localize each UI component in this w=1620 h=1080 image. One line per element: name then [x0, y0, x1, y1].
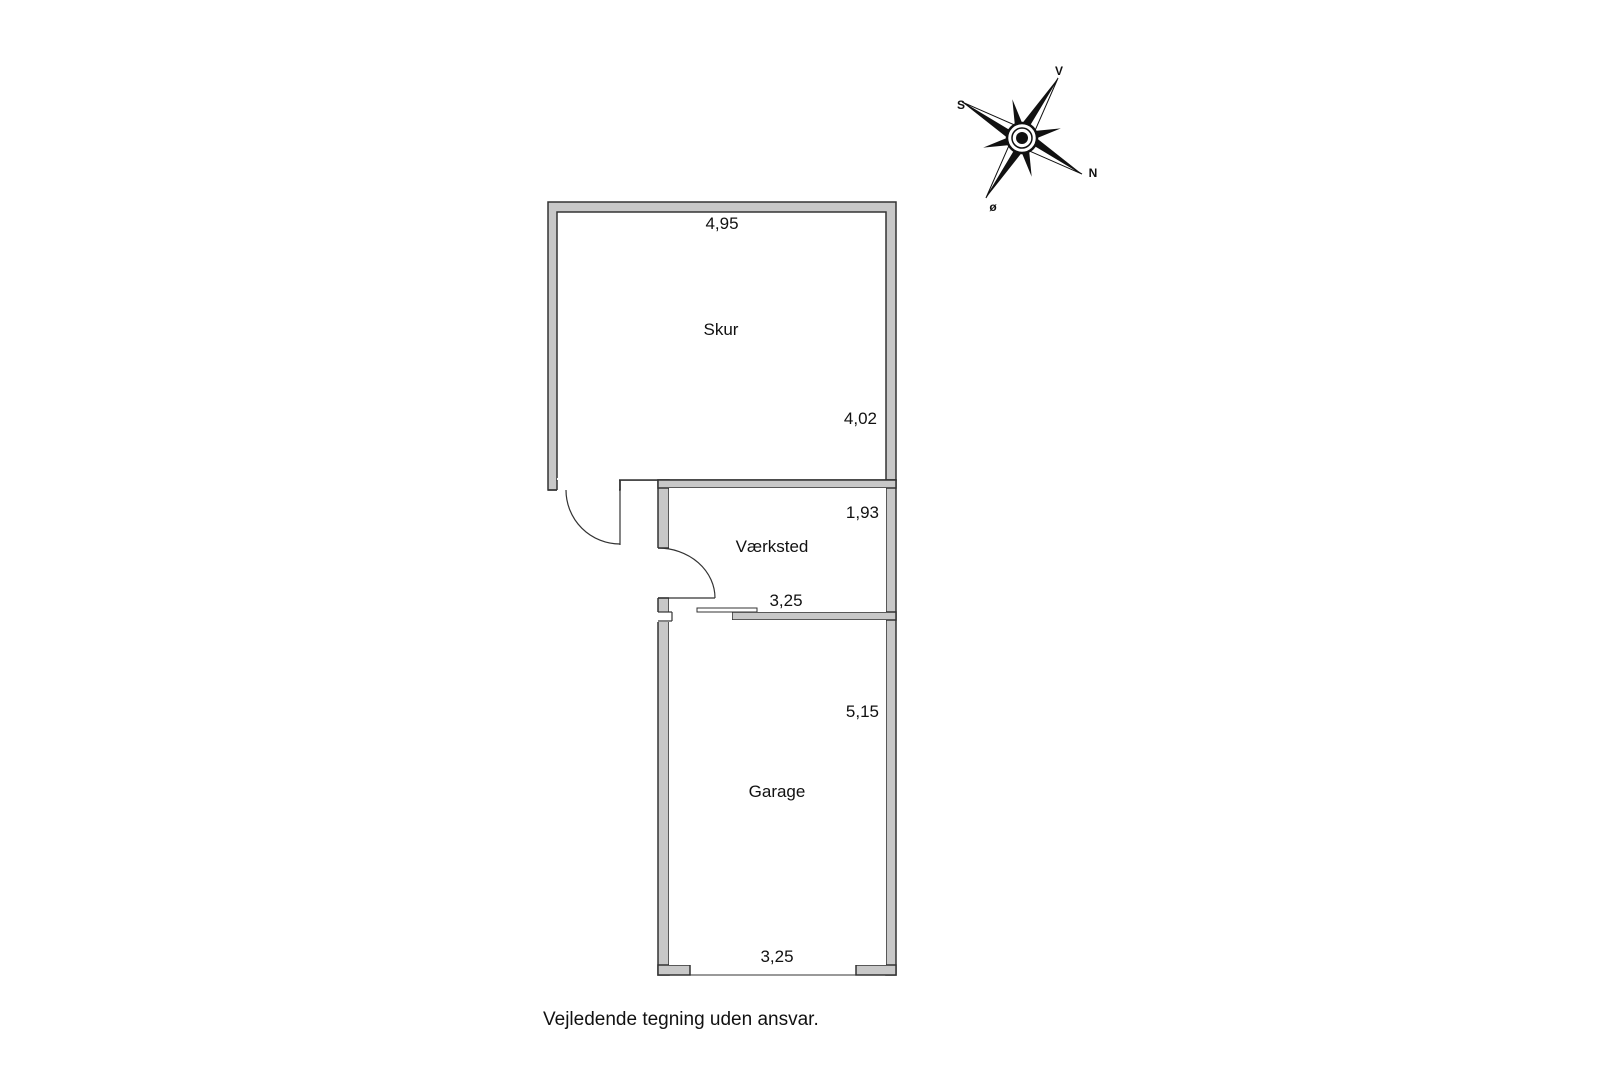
- garage-bottom-left-stub: [657, 964, 691, 976]
- partition-doorway: [669, 612, 732, 620]
- disclaimer-text: Vejledende tegning uden ansvar.: [543, 1009, 819, 1030]
- garage-room-floor: [669, 620, 886, 965]
- annex-right-wall: [885, 479, 897, 976]
- skur-depth-label: 4,02: [844, 409, 877, 428]
- vaerksted-top-wall: [657, 479, 897, 489]
- vaerksted-name-label: Værksted: [736, 537, 809, 556]
- garage-width-label: 3,25: [760, 947, 793, 966]
- skur-width-label: 4,95: [705, 214, 738, 233]
- annex-left-marker-gap: [657, 612, 670, 622]
- annex-walls: [657, 479, 897, 976]
- vaerksted-door-swing-arc: [657, 547, 716, 599]
- garage-name-label: Garage: [749, 782, 806, 801]
- garage-bottom-right-stub: [855, 964, 897, 976]
- compass-label-v: V: [1055, 64, 1063, 78]
- skur-door: [565, 489, 621, 545]
- garage-depth-label: 5,15: [846, 702, 879, 721]
- annex-left-marker: [657, 611, 673, 622]
- compass-label-s: S: [957, 98, 965, 112]
- skur-room-floor: [556, 211, 887, 481]
- compass-rose: [961, 77, 1083, 199]
- vaerksted-door: [657, 547, 716, 599]
- vaerksted-room-floor: [669, 488, 886, 612]
- skur-walls: [547, 201, 897, 492]
- compass-center-dot: [1016, 132, 1028, 144]
- compass-label-o: ø: [989, 200, 997, 214]
- skur-door-swing-arc: [565, 489, 621, 545]
- skur-name-label: Skur: [704, 320, 739, 339]
- sliding-door-panel: [696, 607, 758, 613]
- vaerksted-door-gap: [657, 548, 670, 598]
- skur-door-gap: [557, 478, 619, 492]
- sliding-door: [696, 607, 758, 613]
- partition-wall: [731, 611, 897, 621]
- compass-label-n: N: [1089, 166, 1098, 180]
- vaerksted-depth-label: 1,93: [846, 503, 879, 522]
- vaerksted-width-label: 3,25: [769, 591, 802, 610]
